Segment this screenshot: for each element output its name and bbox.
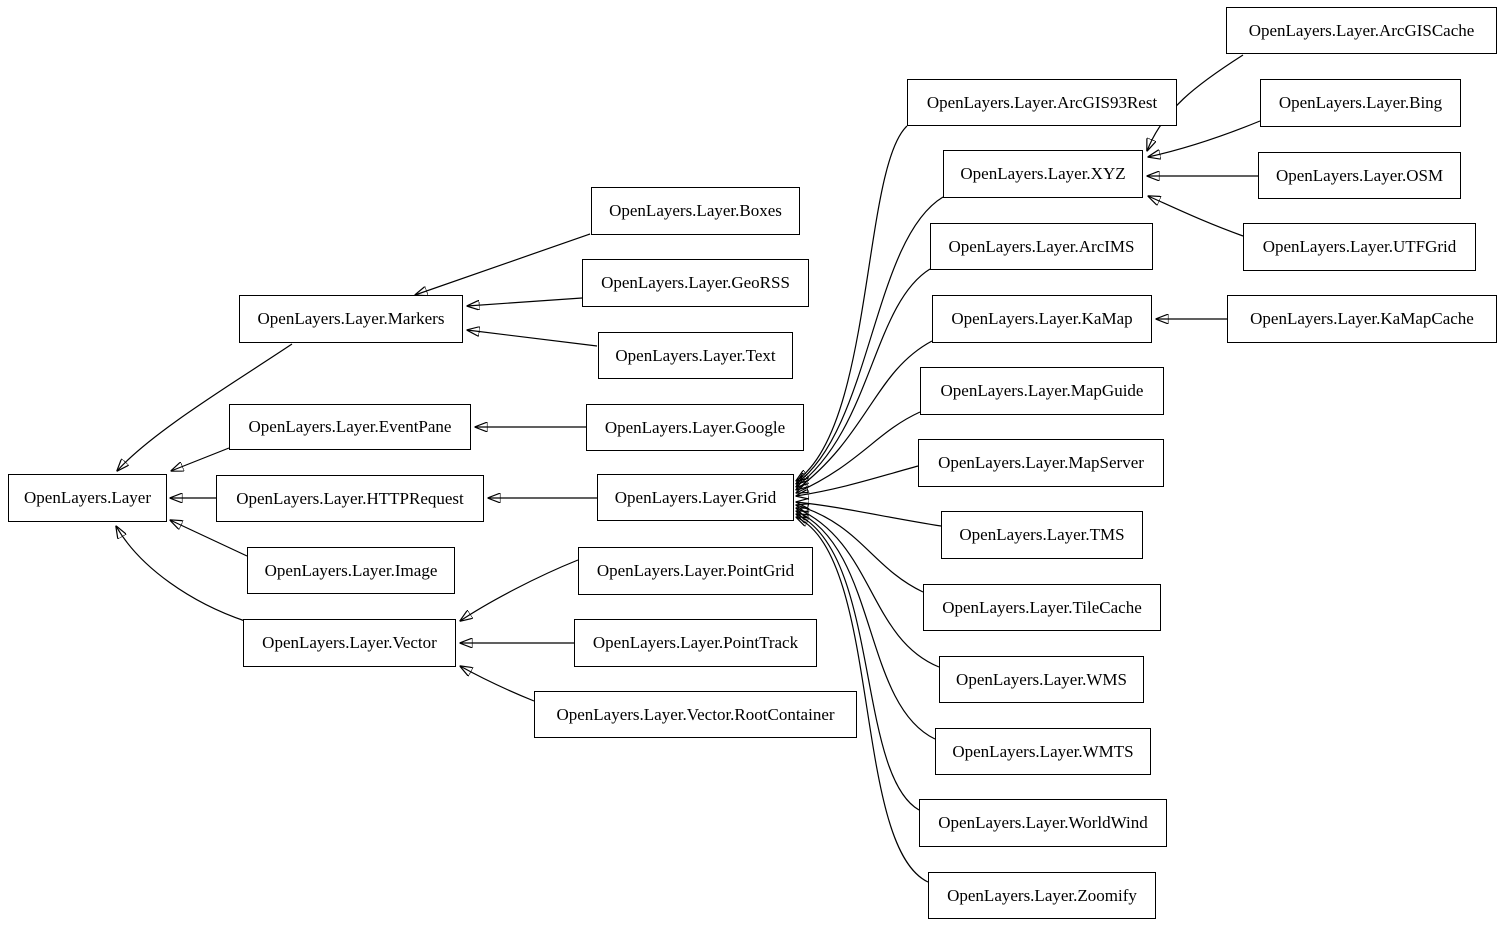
node-openlayers-layer-tilecache: OpenLayers.Layer.TileCache [923, 584, 1161, 631]
node-openlayers-layer: OpenLayers.Layer [8, 474, 167, 522]
edge-boxes-to-markers [415, 233, 591, 295]
node-openlayers-layer-wmts: OpenLayers.Layer.WMTS [935, 728, 1151, 775]
node-openlayers-layer-eventpane: OpenLayers.Layer.EventPane [229, 404, 471, 450]
edge-arcgis93rest-to-grid [796, 125, 908, 481]
node-openlayers-layer-arcims: OpenLayers.Layer.ArcIMS [930, 223, 1153, 270]
node-openlayers-layer-grid: OpenLayers.Layer.Grid [597, 474, 794, 521]
edge-arcgiscache-to-xyz [1147, 54, 1244, 151]
edge-text-to-markers [467, 330, 598, 347]
node-openlayers-layer-httprequest: OpenLayers.Layer.HTTPRequest [216, 475, 484, 522]
node-openlayers-layer-arcgiscache: OpenLayers.Layer.ArcGISCache [1226, 7, 1497, 54]
edge-georss-to-markers [467, 297, 583, 306]
node-openlayers-layer-vector-rootcontainer: OpenLayers.Layer.Vector.RootContainer [534, 691, 857, 738]
node-openlayers-layer-osm: OpenLayers.Layer.OSM [1258, 152, 1461, 199]
node-openlayers-layer-worldwind: OpenLayers.Layer.WorldWind [919, 799, 1167, 847]
node-openlayers-layer-text: OpenLayers.Layer.Text [598, 332, 793, 379]
node-openlayers-layer-kamap: OpenLayers.Layer.KaMap [932, 295, 1152, 343]
node-openlayers-layer-wms: OpenLayers.Layer.WMS [939, 656, 1144, 703]
node-openlayers-layer-kamapcache: OpenLayers.Layer.KaMapCache [1227, 295, 1497, 343]
node-openlayers-layer-google: OpenLayers.Layer.Google [586, 404, 804, 451]
edge-arcims-to-grid [796, 268, 931, 487]
edge-kamap-to-grid [796, 340, 933, 490]
node-openlayers-layer-georss: OpenLayers.Layer.GeoRSS [582, 259, 809, 307]
node-openlayers-layer-pointgrid: OpenLayers.Layer.PointGrid [578, 547, 813, 595]
node-openlayers-layer-arcgis93rest: OpenLayers.Layer.ArcGIS93Rest [907, 79, 1177, 126]
edge-tms-to-grid [796, 502, 942, 527]
edge-xyz-to-grid [796, 196, 944, 484]
edge-rootcontainer-to-vector [460, 666, 535, 702]
edge-image-to-layer [170, 520, 248, 557]
edge-wmts-to-grid [796, 511, 936, 740]
edge-vector-to-layer [116, 526, 246, 622]
edge-eventpane-to-layer [171, 447, 230, 471]
node-openlayers-layer-vector: OpenLayers.Layer.Vector [243, 619, 456, 667]
edge-markers-to-layer [117, 343, 293, 471]
edge-utfgrid-to-xyz [1148, 196, 1244, 237]
node-openlayers-layer-boxes: OpenLayers.Layer.Boxes [591, 187, 800, 235]
node-openlayers-layer-tms: OpenLayers.Layer.TMS [941, 511, 1143, 559]
node-openlayers-layer-mapserver: OpenLayers.Layer.MapServer [918, 439, 1164, 487]
edge-tilecache-to-grid [796, 505, 924, 593]
edge-zoomify-to-grid [796, 517, 929, 883]
node-openlayers-layer-mapguide: OpenLayers.Layer.MapGuide [920, 367, 1164, 415]
edge-mapserver-to-grid [796, 465, 919, 496]
node-openlayers-layer-markers: OpenLayers.Layer.Markers [239, 295, 463, 343]
edge-pointgrid-to-vector [460, 559, 579, 621]
node-openlayers-layer-zoomify: OpenLayers.Layer.Zoomify [928, 872, 1156, 919]
node-openlayers-layer-image: OpenLayers.Layer.Image [247, 547, 455, 594]
node-openlayers-layer-utfgrid: OpenLayers.Layer.UTFGrid [1243, 223, 1476, 271]
node-openlayers-layer-pointtrack: OpenLayers.Layer.PointTrack [574, 619, 817, 667]
edge-worldwind-to-grid [796, 514, 920, 811]
edge-bing-to-xyz [1148, 120, 1261, 157]
edge-wms-to-grid [796, 508, 940, 668]
node-openlayers-layer-xyz: OpenLayers.Layer.XYZ [943, 150, 1143, 198]
node-openlayers-layer-bing: OpenLayers.Layer.Bing [1260, 79, 1461, 127]
edge-mapguide-to-grid [796, 411, 921, 493]
